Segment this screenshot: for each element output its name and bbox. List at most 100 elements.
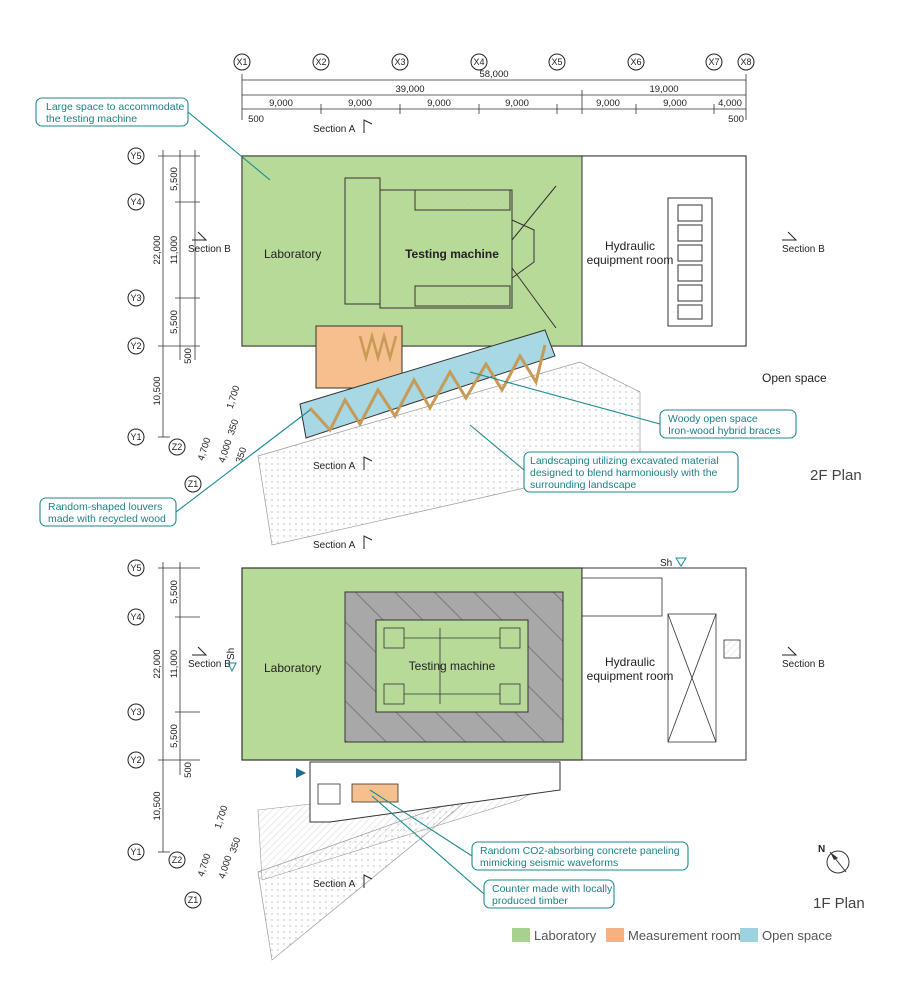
testing-machine-drawing-2f	[344, 177, 557, 329]
dim-v-5: 10,500	[152, 376, 163, 405]
room-hydraulic-1f-line1: Hydraulic	[605, 655, 655, 669]
dim-skew-b2: 350	[228, 836, 243, 854]
callout-woody-line1: Woody open space	[668, 413, 758, 425]
callout-counter-line1: Counter made with locally	[492, 883, 613, 895]
dim-skew-b3: 4,700	[196, 852, 214, 878]
grid-label-y5-b: Y5	[130, 563, 141, 573]
dim-v-2: 11,000	[169, 236, 180, 264]
service-strip-1f	[309, 761, 561, 823]
hydraulic-room-1f	[581, 567, 747, 761]
testing-machine-floor-1f	[375, 619, 529, 713]
dim-bay-6: 9,000	[663, 98, 687, 109]
louvers-small	[358, 331, 398, 363]
callout-louvers-line2: made with recycled wood	[48, 513, 166, 525]
hydraulic-equipment-2f	[667, 197, 713, 327]
plan-title-1f: 1F Plan	[813, 895, 865, 912]
dim-v-total-b: 22,000	[152, 649, 163, 678]
section-b-label-left-bottom: Section B	[188, 659, 231, 670]
grid-label-y3-b: Y3	[130, 707, 141, 717]
grid-label-y3: Y3	[130, 293, 141, 303]
hydraulic-frame-1f	[667, 613, 741, 743]
hydraulic-stair-1f	[581, 577, 663, 617]
grid-label-y2: Y2	[130, 341, 141, 351]
grid-label-y4-b: Y4	[130, 612, 141, 622]
landscape-area	[257, 361, 641, 546]
dim-bay-1: 9,000	[269, 98, 293, 109]
dim-skew-3: 350	[234, 446, 249, 464]
vertical-dimension-lines-bottom	[158, 562, 200, 853]
legend: Laboratory Measurement room Open space	[512, 928, 832, 943]
grid-y-labels-top: Y5 Y4 Y3 Y2 Y1 Z2 Z1	[127, 147, 202, 493]
dim-bay-3: 9,000	[427, 98, 451, 109]
dim-v-total: 22,000	[152, 235, 163, 264]
legend-label-laboratory: Laboratory	[534, 928, 597, 943]
legend-swatch-measurement	[606, 928, 624, 942]
dim-edge-right: 500	[728, 114, 744, 125]
testing-machine-detail-1f	[383, 627, 521, 705]
grid-y-labels-bottom: Y5 Y4 Y3 Y2 Y1 Z2 Z1	[127, 559, 202, 909]
grid-label-z2-b: Z2	[172, 855, 183, 865]
north-arrow-icon	[826, 850, 850, 874]
room-laboratory-2f: Laboratory	[264, 247, 321, 261]
dimension-lines-top	[241, 74, 747, 120]
grid-label-y5: Y5	[130, 151, 141, 161]
room-testing-machine-2f: Testing machine	[405, 247, 499, 261]
dim-skew-b4: 4,000	[217, 854, 235, 880]
grid-label-x1: X1	[236, 57, 247, 67]
dim-v-b3: 5,500	[169, 724, 180, 748]
dim-bay-2: 9,000	[348, 98, 372, 109]
grid-label-x7: X7	[708, 57, 719, 67]
entrance-arrow-icon	[296, 768, 306, 778]
dim-v-b1: 5,500	[169, 580, 180, 604]
vertical-dimension-lines-top	[158, 150, 200, 438]
section-b-label-left-top: Section B	[188, 244, 231, 255]
callout-landscape-line1: Landscaping utilizing excavated material	[530, 455, 719, 467]
shaft-label-left: Sh	[226, 648, 237, 660]
dim-skew-1: 1,700	[225, 384, 243, 410]
grid-label-x6: X6	[630, 57, 641, 67]
dim-v-1: 5,500	[169, 167, 180, 191]
dim-bay-7: 4,000	[718, 98, 742, 109]
plan-2f: X1 X2 X3 X4 X5 X6 X7 X8 58,000 39,000 19…	[127, 53, 862, 546]
grid-label-x3: X3	[394, 57, 405, 67]
grid-label-x4: X4	[473, 57, 484, 67]
dim-skew-4: 4,700	[196, 436, 214, 462]
legend-swatch-laboratory	[512, 928, 530, 942]
grid-label-x8: X8	[740, 57, 751, 67]
iron-wood-braces	[308, 344, 547, 433]
grid-x-labels: X1 X2 X3 X4 X5 X6 X7 X8	[233, 53, 755, 71]
room-hydraulic-2f-line2: equipment room	[587, 253, 674, 267]
machine-bolts-2f	[420, 195, 504, 301]
dim-bay-4: 9,000	[505, 98, 529, 109]
grid-label-z1: Z1	[188, 479, 199, 489]
callout-counter-line2: produced timber	[492, 895, 568, 907]
section-b-label-right-top: Section B	[782, 244, 825, 255]
shaft-label-right: Sh	[660, 558, 672, 569]
dim-skew-2: 350	[226, 418, 241, 436]
grid-label-z1-b: Z1	[188, 895, 199, 905]
grid-label-y1-b: Y1	[130, 847, 141, 857]
room-hydraulic-2f-line1: Hydraulic	[605, 239, 655, 253]
grid-label-y4: Y4	[130, 197, 141, 207]
dim-v-3: 5,500	[169, 310, 180, 334]
callout-co2-line1: Random CO2-absorbing concrete paneling	[480, 845, 680, 857]
grid-label-y1: Y1	[130, 432, 141, 442]
dim-left-group: 39,000	[395, 84, 424, 95]
north-label: N	[818, 844, 825, 855]
legend-label-open-space: Open space	[762, 928, 832, 943]
room-laboratory-1f: Laboratory	[264, 661, 321, 675]
open-space-wing-2f	[299, 329, 556, 439]
grid-label-x2: X2	[315, 57, 326, 67]
legend-swatch-open-space	[740, 928, 758, 942]
callouts	[35, 97, 797, 909]
dim-right-group: 19,000	[649, 84, 678, 95]
grid-label-y2-b: Y2	[130, 755, 141, 765]
room-testing-machine-1f: Testing machine	[409, 659, 496, 673]
callout-co2-line2: mimicking seismic waveforms	[480, 857, 618, 869]
grid-label-x5: X5	[551, 57, 562, 67]
dim-skew-b1: 1,700	[213, 804, 231, 830]
grid-label-z2: Z2	[172, 442, 183, 452]
callout-large-space-line2: the testing machine	[46, 113, 137, 125]
laboratory-zone-2f	[241, 155, 583, 347]
